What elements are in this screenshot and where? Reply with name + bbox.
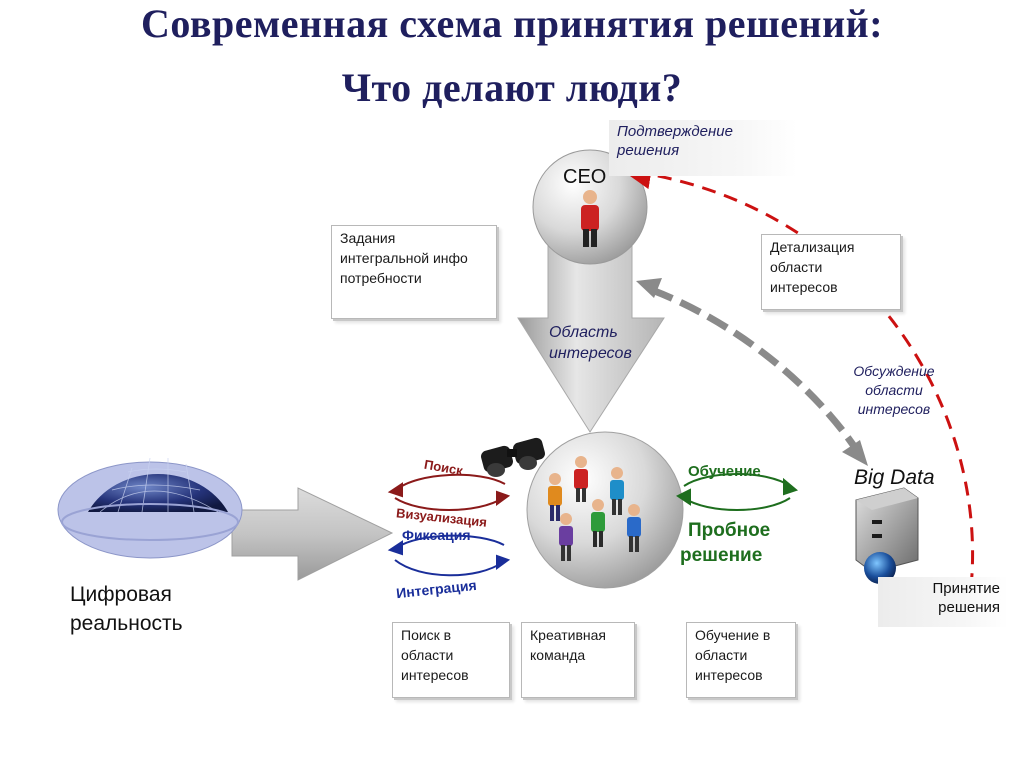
training-area-box: Обучение в области интересов <box>686 622 796 698</box>
training-cycle-arrow <box>676 473 799 511</box>
interest-area-arrow <box>517 239 665 433</box>
team-people-icon <box>548 456 641 561</box>
big-data-server-icon <box>855 487 919 584</box>
fixation-arrow-label: Фиксация <box>402 527 471 543</box>
trial-arrow-label: Пробное <box>688 520 771 541</box>
search-cycle-arrow <box>387 473 511 511</box>
decision-text: Принятие решения <box>932 580 1001 616</box>
binoculars-icon <box>481 437 545 477</box>
training-area-text: Обучение в области интересов <box>695 627 771 683</box>
confirmation-text: Подтверждение решения <box>617 123 733 159</box>
digital-reality-label: Цифровая реальность <box>70 583 183 635</box>
digital-reality-globe-icon <box>57 457 243 559</box>
search-area-text: Поиск в области интересов <box>401 627 469 683</box>
discussion-arrow-head-top <box>636 278 662 298</box>
decision-label: Принятие решения <box>878 577 1008 627</box>
slide-title: Современная схема принятия решений: <box>140 1 884 46</box>
creative-team-text: Креативная команда <box>530 627 606 663</box>
search-area-box: Поиск в области интересов <box>392 622 510 698</box>
discussion-arrow-head-bottom <box>842 440 868 466</box>
team-sphere <box>526 431 684 589</box>
decision-dashed-arrow <box>621 159 975 611</box>
creative-team-box: Креативная команда <box>521 622 635 698</box>
fixation-cycle-arrow <box>387 534 511 577</box>
digital-reality-arrow <box>231 487 394 581</box>
detail-box: Детализация области интересов <box>761 234 901 310</box>
confirmation-label: Подтверждение решения <box>609 120 797 176</box>
ceo-person-icon <box>581 190 599 247</box>
slide-subtitle: Что делают люди? <box>341 65 683 110</box>
trial-arrow-label-2: решение <box>680 545 763 566</box>
discussion-dashed-arrow <box>650 286 861 454</box>
training-arrow-label: Обучение <box>688 463 761 480</box>
tasks-box: Задания интегральной инфо потребности <box>331 225 497 319</box>
tasks-text: Задания интегральной инфо потребности <box>340 230 468 286</box>
ceo-label: CEO <box>563 166 607 188</box>
discussion-label: Обсуждение области интересов <box>853 363 935 417</box>
detail-text: Детализация области интересов <box>770 239 855 295</box>
big-data-label: Big Data <box>854 466 935 489</box>
area-of-interest-label: Область интересов <box>549 324 632 362</box>
